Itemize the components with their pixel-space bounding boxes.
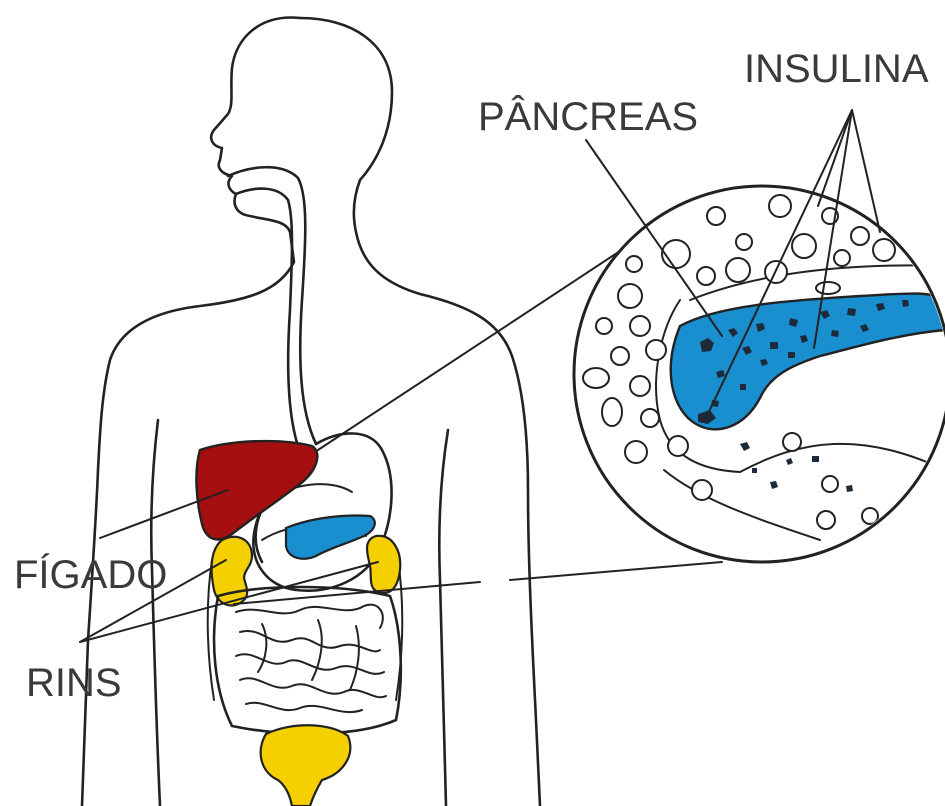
magnified-pancreas-view xyxy=(574,186,945,562)
esophagus xyxy=(228,167,316,452)
pancreas-organ xyxy=(286,516,375,559)
body-outline xyxy=(82,18,540,806)
intestines xyxy=(214,587,401,734)
label-liver: FÍGADO xyxy=(14,552,167,597)
label-kidneys: RINS xyxy=(26,661,122,705)
label-pancreas: PÂNCREAS xyxy=(478,94,698,139)
bladder xyxy=(261,725,351,806)
label-insulin: INSULINA xyxy=(744,47,929,91)
